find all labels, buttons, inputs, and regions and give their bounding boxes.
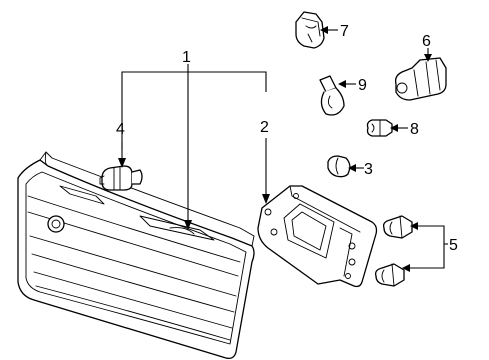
lamp-housing: [17, 151, 255, 360]
callout-3: 3: [364, 161, 373, 178]
part-5-clip-lower: [374, 263, 405, 287]
part-6-socket: [394, 57, 447, 101]
part-7-clip: [295, 11, 325, 49]
part-9-bulb: [319, 75, 345, 116]
callout-2: 2: [260, 119, 269, 136]
callout-6: 6: [422, 33, 431, 50]
part-8-bulb: [366, 119, 393, 137]
callout-7: 7: [340, 23, 349, 40]
callout-9: 9: [358, 77, 367, 94]
callout-1: 1: [182, 49, 191, 66]
callout-5: 5: [449, 237, 458, 254]
part-5-clip-upper: [382, 215, 413, 239]
part-4-socket: [99, 165, 143, 191]
part-2-bracket: [257, 185, 378, 288]
callout-8: 8: [410, 121, 419, 138]
callout-4: 4: [116, 121, 125, 138]
part-3-grommet: [327, 155, 351, 178]
leader-lines: [118, 26, 448, 272]
